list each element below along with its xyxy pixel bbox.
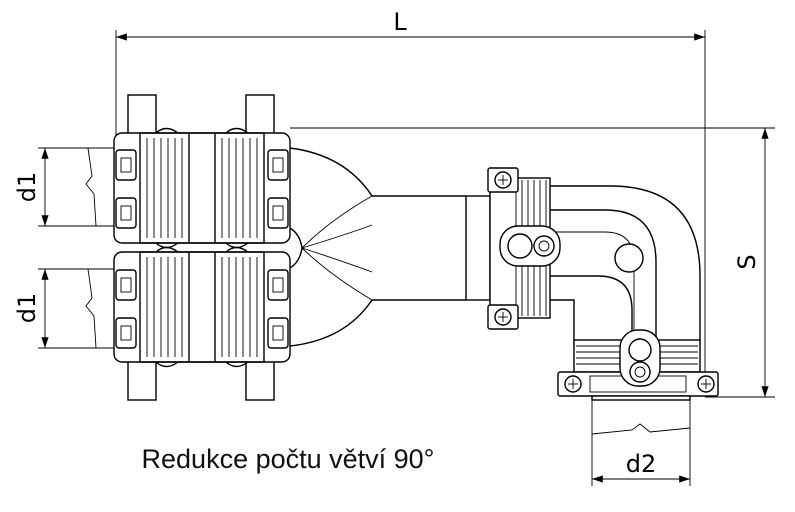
dimension-d1-top: d1 bbox=[13, 147, 116, 227]
dimension-L-label: L bbox=[393, 8, 407, 36]
screw-icon bbox=[564, 375, 582, 393]
screw-icon bbox=[697, 375, 715, 393]
clamp-top bbox=[113, 94, 291, 249]
screw-icon bbox=[494, 308, 512, 326]
dimension-d1-bottom: d1 bbox=[13, 268, 116, 349]
dimension-L: L bbox=[115, 8, 706, 372]
dimension-S: S bbox=[290, 127, 775, 398]
dimension-d1-bottom-label: d1 bbox=[13, 293, 41, 324]
dimension-d1-top-label: d1 bbox=[13, 172, 41, 203]
dimension-S-label: S bbox=[733, 254, 761, 269]
elbow-socket-horizontal bbox=[487, 167, 561, 330]
elbow-90 bbox=[547, 185, 701, 346]
clamp-bottom bbox=[113, 246, 291, 401]
screw-icon bbox=[494, 171, 512, 189]
drawing-caption: Redukce počtu větví 90° bbox=[142, 444, 435, 474]
elbow-socket-vertical bbox=[557, 329, 719, 401]
y-branch bbox=[289, 147, 491, 347]
dimension-d2: d2 bbox=[591, 397, 691, 486]
dimension-d2-label: d2 bbox=[626, 450, 657, 478]
